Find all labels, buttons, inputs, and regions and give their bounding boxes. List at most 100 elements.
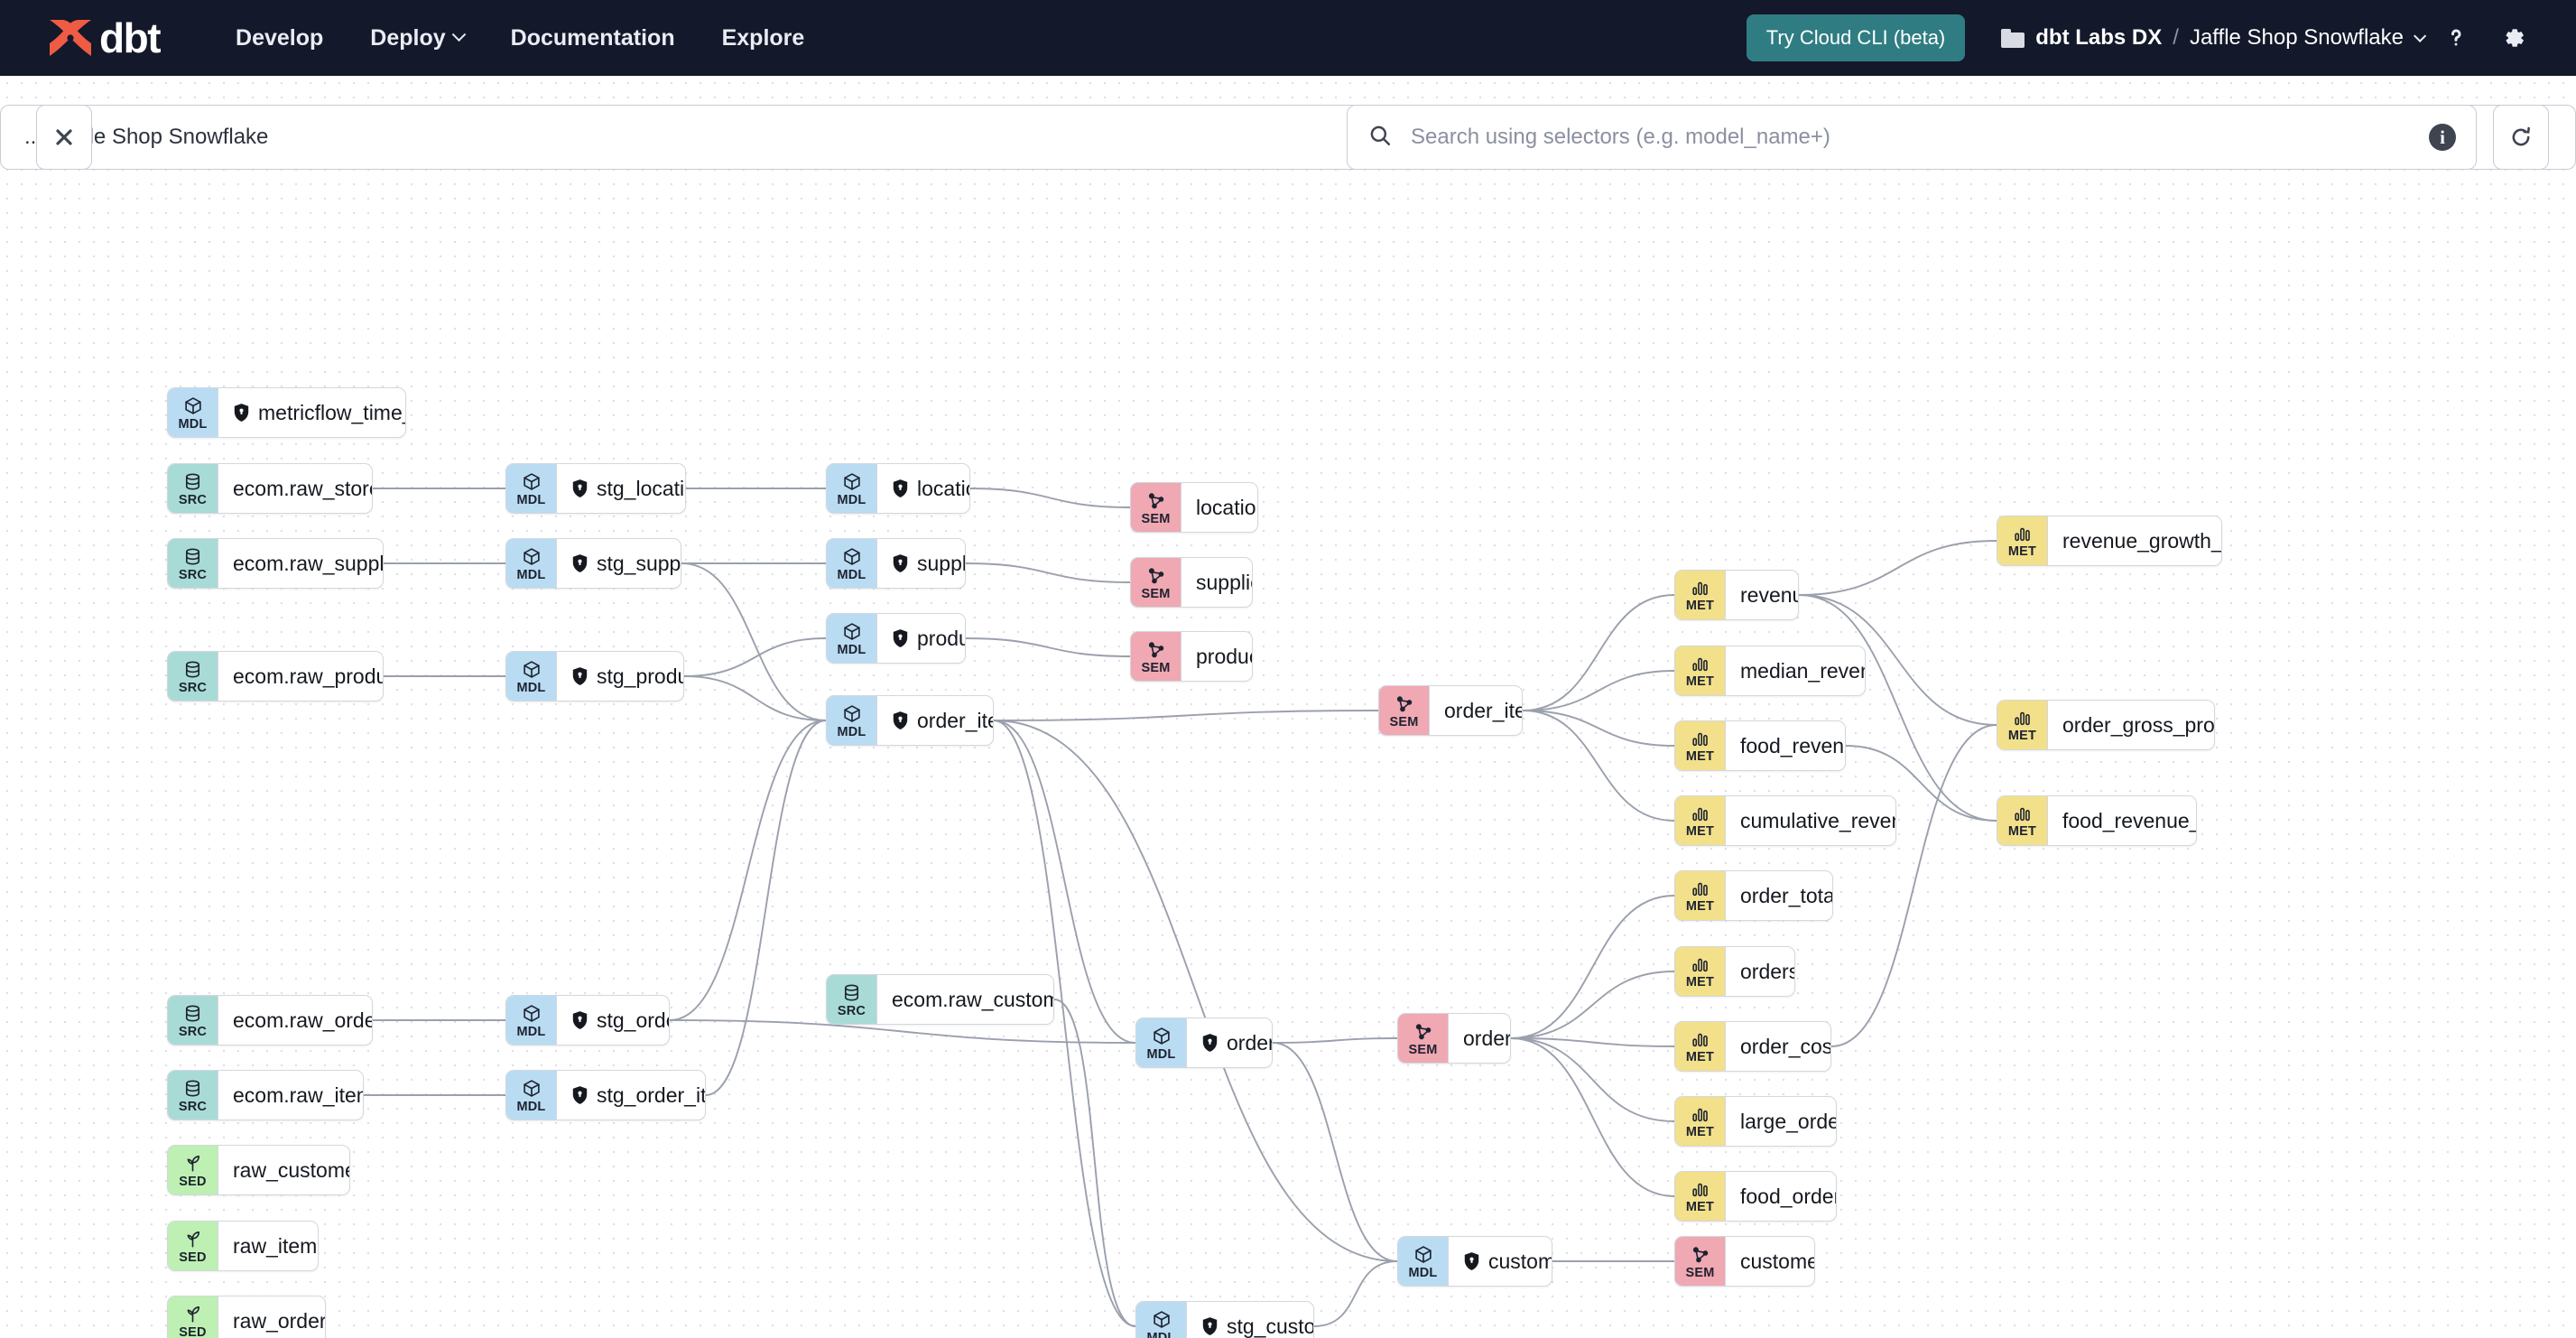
graph-node-sem_orders[interactable]: SEM orders (1397, 1013, 1511, 1064)
graph-node-name: order_total (1740, 883, 1833, 907)
lineage-graph-canvas[interactable]: MDL metricflow_time_spine SRCecom.raw_st… (0, 76, 2576, 1338)
node-type-label: MDL (837, 725, 866, 740)
search-input[interactable] (1409, 124, 2413, 151)
search-bar[interactable]: i (1347, 105, 2477, 170)
folder-icon (2001, 28, 2025, 48)
nav-item-explore[interactable]: Explore (699, 16, 829, 60)
settings-button[interactable] (2489, 14, 2538, 62)
primary-nav: Develop Deploy Documentation Explore (212, 16, 828, 60)
graph-node-stg_order_items[interactable]: MDL stg_order_items (505, 1070, 706, 1120)
refresh-button[interactable] (2493, 105, 2549, 170)
graph-node-sem_supplies[interactable]: SEMsupplies (1130, 557, 1253, 608)
graph-node-mdl_customers[interactable]: MDL customers (1397, 1236, 1552, 1287)
graph-node-label: stg_products (557, 652, 683, 701)
graph-node-met_order_total[interactable]: MET order_total (1674, 870, 1833, 921)
project-selector[interactable]: Jaffle Shop Snowflake (2190, 25, 2427, 51)
graph-node-label: revenue (1726, 571, 1798, 619)
node-type-label: MDL (1146, 1047, 1176, 1063)
bar-chart-icon: MET (1675, 571, 1726, 619)
graph-node-name: stg_locations (597, 476, 685, 500)
bar-chart-icon: MET (1675, 871, 1726, 920)
info-icon[interactable]: i (2429, 124, 2456, 151)
graph-node-mdl_order_items[interactable]: MDL order_items (826, 695, 994, 746)
cube-icon: MDL (506, 1071, 557, 1120)
graph-node-name: raw_customers (233, 1157, 349, 1182)
account-name[interactable]: dbt Labs DX (2035, 25, 2163, 50)
lineage-edge (969, 488, 1131, 508)
nav-item-deploy-label: Deploy (370, 24, 446, 51)
help-button[interactable] (2432, 14, 2480, 62)
graph-node-mdl_products[interactable]: MDL products (826, 613, 966, 664)
graph-node-stg_orders[interactable]: MDL stg_orders (505, 995, 670, 1045)
graph-node-mdl_orders[interactable]: MDL orders (1135, 1017, 1273, 1068)
graph-node-name: orders (1740, 959, 1795, 983)
graph-node-label: ecom.raw_orders (218, 996, 372, 1045)
graph-node-label: median_revenue (1726, 646, 1865, 695)
graph-node-label: supplies (877, 539, 965, 588)
graph-node-label: ecom.raw_items (218, 1071, 363, 1120)
nav-item-documentation[interactable]: Documentation (487, 16, 699, 60)
node-type-label: MDL (178, 417, 208, 432)
node-type-label: MDL (516, 1100, 546, 1115)
graph-node-name: food_revenue_pct (2062, 808, 2196, 832)
try-cloud-cli-button[interactable]: Try Cloud CLI (beta) (1746, 14, 1966, 61)
graph-node-sem_products[interactable]: SEMproducts (1130, 631, 1253, 682)
lineage-edge (1313, 1260, 1398, 1327)
graph-node-name: orders (1463, 1026, 1511, 1050)
shield-icon (572, 1086, 588, 1104)
node-type-label: MDL (837, 493, 866, 508)
close-button[interactable] (36, 105, 92, 170)
node-type-label: SRC (178, 568, 208, 583)
nav-item-develop[interactable]: Develop (212, 16, 347, 60)
lineage-edge (1798, 540, 1997, 596)
dbt-logo[interactable]: dbt (27, 16, 162, 60)
graph-node-mdl_locations[interactable]: MDL locations (826, 463, 970, 514)
graph-node-metricflow_time_spine[interactable]: MDL metricflow_time_spine (167, 387, 406, 438)
graph-icon: SEM (1398, 1014, 1449, 1063)
graph-node-name: large_order (1740, 1109, 1837, 1133)
graph-node-mdl_supplies[interactable]: MDL supplies (826, 538, 966, 589)
graph-node-sem_customers[interactable]: SEMcustomers (1674, 1236, 1815, 1287)
graph-node-name: stg_orders (597, 1008, 669, 1032)
shield-icon (1202, 1317, 1218, 1335)
graph-node-name: locations (917, 476, 969, 500)
graph-node-stg_supplies[interactable]: MDL stg_supplies (505, 538, 681, 589)
graph-node-stg_locations[interactable]: MDL stg_locations (505, 463, 686, 514)
lineage-edges (363, 488, 1997, 1327)
lineage-edge (683, 675, 827, 721)
nav-item-deploy[interactable]: Deploy (347, 16, 486, 60)
graph-node-mdl_stg_customers[interactable]: MDL stg_customers (1135, 1301, 1314, 1338)
shield-icon (572, 479, 588, 497)
shield-icon (893, 554, 908, 572)
node-type-label: MET (1685, 749, 1715, 765)
graph-node-stg_products[interactable]: MDL stg_products (505, 651, 684, 702)
lineage-edge (683, 637, 827, 677)
graph-node-label: order_total (1726, 871, 1833, 920)
graph-node-name: stg_order_items (597, 1082, 706, 1107)
shield-icon (572, 554, 588, 572)
graph-node-label: food_revenue_pct (2048, 796, 2196, 845)
cube-icon: MDL (506, 539, 557, 588)
graph-node-sem_locations[interactable]: SEMlocations (1130, 482, 1258, 533)
